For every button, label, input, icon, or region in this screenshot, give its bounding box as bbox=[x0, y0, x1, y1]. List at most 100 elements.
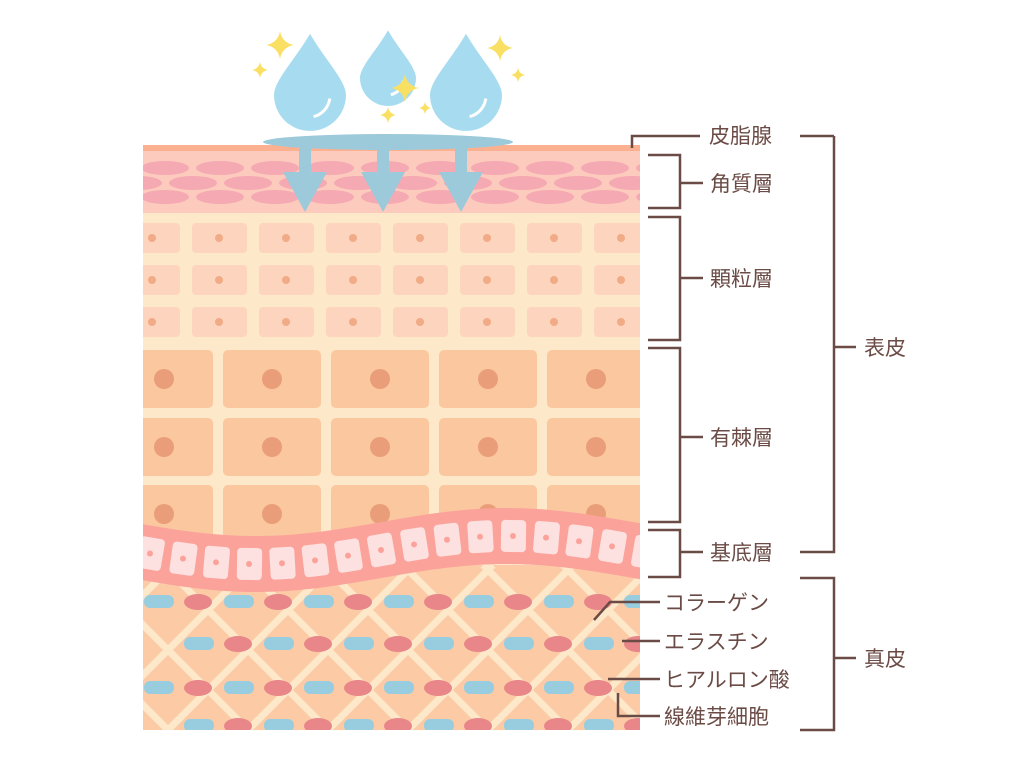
sparkle-icon bbox=[252, 62, 268, 78]
label-hyaluronic-acid: ヒアルロン酸 bbox=[664, 668, 790, 692]
sparkle-icon bbox=[487, 35, 513, 61]
label-stratum-corneum: 角質層 bbox=[710, 172, 773, 196]
granular-cell bbox=[143, 223, 180, 253]
nucleus bbox=[550, 234, 558, 242]
fibroblast bbox=[184, 680, 212, 696]
nucleus bbox=[617, 234, 625, 242]
corneum-cell bbox=[196, 190, 244, 204]
corneum-cell bbox=[636, 164, 640, 172]
corneum-cell bbox=[499, 176, 547, 190]
elastin-fiber bbox=[304, 595, 334, 608]
fibroblast bbox=[464, 636, 492, 652]
arrow-down-icon bbox=[439, 145, 483, 212]
fibroblast bbox=[624, 718, 640, 730]
corneum-cell bbox=[389, 176, 437, 190]
nucleus bbox=[282, 318, 290, 326]
fibroblast bbox=[544, 636, 572, 652]
fibroblast bbox=[504, 680, 532, 696]
fibroblast bbox=[584, 680, 612, 696]
fibroblast bbox=[624, 636, 640, 652]
arrow-down-icon bbox=[283, 145, 327, 212]
sparkle-icon bbox=[511, 68, 525, 82]
fibroblast bbox=[224, 636, 252, 652]
nucleus bbox=[349, 276, 357, 284]
label-collagen: コラーゲン bbox=[664, 591, 769, 615]
elastin-fiber bbox=[424, 637, 454, 650]
elastin-fiber bbox=[624, 681, 640, 694]
granular-cell bbox=[143, 307, 180, 337]
nucleus bbox=[609, 543, 615, 550]
nucleus bbox=[617, 276, 625, 284]
collagen-fiber bbox=[483, 573, 640, 730]
collagen-fiber bbox=[0, 565, 13, 735]
corneum-cell bbox=[143, 176, 162, 190]
granular-cell bbox=[143, 265, 180, 295]
nucleus bbox=[154, 437, 174, 457]
elastin-fiber bbox=[504, 719, 534, 730]
elastin-fiber bbox=[224, 595, 254, 608]
label-fibroblast: 線維芽細胞 bbox=[664, 705, 769, 729]
nucleus bbox=[617, 318, 625, 326]
fibroblast bbox=[184, 594, 212, 610]
nucleus bbox=[370, 437, 390, 457]
corneum-cell bbox=[143, 190, 189, 204]
fibroblast bbox=[424, 680, 452, 696]
corneum-cell bbox=[526, 161, 574, 175]
elastin-fiber bbox=[184, 637, 214, 650]
nucleus bbox=[483, 318, 491, 326]
corneum-cell bbox=[224, 176, 272, 190]
fibroblast bbox=[504, 594, 532, 610]
nucleus bbox=[576, 538, 582, 545]
corneum-cell bbox=[251, 161, 299, 175]
elastin-fiber bbox=[344, 719, 374, 730]
elastin-fiber bbox=[504, 637, 534, 650]
collagen-fiber bbox=[143, 562, 256, 680]
elastin-fiber bbox=[384, 595, 414, 608]
nucleus bbox=[478, 369, 498, 389]
nucleus bbox=[642, 549, 648, 555]
elastin-fiber bbox=[264, 637, 294, 650]
fibroblast bbox=[584, 594, 612, 610]
collagen-fiber bbox=[0, 565, 13, 735]
elastin-fiber bbox=[464, 681, 494, 694]
label-stratum-spinosum: 有棘層 bbox=[710, 426, 773, 450]
dermis-layer bbox=[0, 562, 640, 735]
nucleus bbox=[148, 276, 156, 284]
collagen-fiber bbox=[243, 562, 416, 730]
collagen-fiber bbox=[323, 562, 496, 730]
elastin-fiber bbox=[344, 637, 374, 650]
elastin-fiber bbox=[264, 719, 294, 730]
nucleus bbox=[345, 552, 351, 559]
nucleus bbox=[478, 437, 498, 457]
nucleus bbox=[213, 559, 219, 566]
nucleus bbox=[148, 234, 156, 242]
nucleus bbox=[370, 504, 390, 524]
label-epidermis: 表皮 bbox=[864, 336, 906, 360]
nucleus bbox=[154, 504, 174, 524]
nucleus bbox=[349, 234, 357, 242]
collagen-fiber bbox=[0, 565, 93, 735]
collagen-fiber bbox=[563, 653, 640, 730]
corneum-cell bbox=[471, 190, 519, 204]
spinous-cell bbox=[143, 418, 213, 476]
labels: 皮脂腺 角質層 顆粒層 有棘層 基底層 表皮 コラーゲン エラスチン ヒアルロン… bbox=[664, 124, 906, 729]
water-drops bbox=[252, 30, 525, 212]
nucleus bbox=[349, 318, 357, 326]
elastin-fiber bbox=[424, 719, 454, 730]
elastin-fiber bbox=[144, 681, 174, 694]
fibroblast bbox=[424, 594, 452, 610]
nucleus bbox=[262, 437, 282, 457]
elastin-fiber bbox=[184, 719, 214, 730]
nucleus bbox=[510, 533, 516, 540]
nucleus bbox=[279, 560, 285, 567]
elastin-fiber bbox=[304, 681, 334, 694]
collagen-fiber bbox=[0, 565, 93, 735]
sparkle-icon bbox=[266, 31, 294, 59]
sparkles bbox=[252, 31, 525, 123]
spinous-cell bbox=[143, 350, 213, 408]
fibroblast bbox=[304, 636, 332, 652]
basal-cell bbox=[631, 534, 640, 570]
elastin-fiber bbox=[224, 681, 254, 694]
fibroblast bbox=[264, 680, 292, 696]
